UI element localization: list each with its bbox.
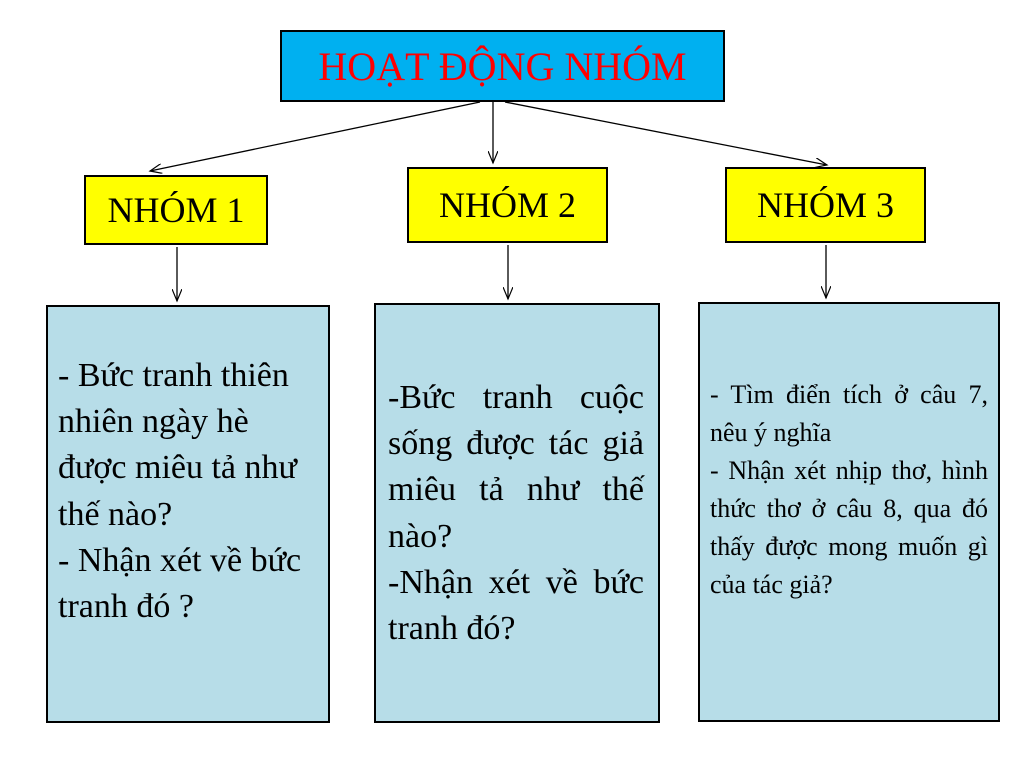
group-2-box: NHÓM 2 — [407, 167, 608, 243]
group-1-task-2: - Nhận xét về bức tranh đó ? — [58, 541, 302, 626]
group-3-task-1: - Tìm điển tích ở câu 7, nêu ý nghĩa — [710, 380, 988, 447]
group-3-box: NHÓM 3 — [725, 167, 926, 243]
arrow-title-to-group-3 — [504, 101, 827, 165]
group-1-tasks: - Bức tranh thiên nhiên ngày hè được miê… — [46, 305, 330, 723]
group-2-tasks: -Bức tranh cuộc sống được tác giả miêu t… — [374, 303, 660, 723]
group-3-task-2: - Nhận xét nhịp thơ, hình thức thơ ở câu… — [710, 455, 988, 599]
diagram-title: HOẠT ĐỘNG NHÓM — [280, 30, 725, 102]
group-1-box: NHÓM 1 — [84, 175, 268, 245]
group-3-tasks: - Tìm điển tích ở câu 7, nêu ý nghĩa - N… — [698, 302, 1000, 722]
group-1-task-1: - Bức tranh thiên nhiên ngày hè được miê… — [58, 357, 297, 533]
arrow-title-to-group-1 — [150, 101, 481, 171]
group-2-task-2: -Nhận xét về bức tranh đó? — [388, 563, 644, 648]
group-2-task-1: -Bức tranh cuộc sống được tác giả miêu t… — [388, 379, 644, 555]
